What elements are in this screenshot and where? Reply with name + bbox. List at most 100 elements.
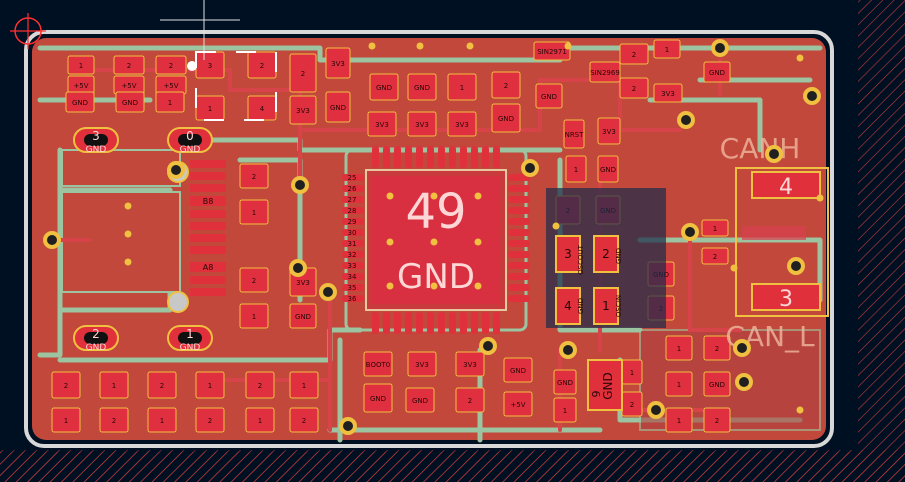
mcu-pin-top[interactable] — [372, 146, 379, 168]
mcu-pin-left[interactable] — [342, 196, 364, 203]
smd-pad[interactable] — [447, 111, 477, 137]
smd-pad[interactable] — [239, 303, 269, 329]
mounting-pad-2[interactable]: 2 GND — [73, 325, 119, 353]
mcu-pin-right[interactable] — [508, 240, 530, 247]
smd-pad[interactable] — [99, 371, 129, 399]
smd-pad[interactable] — [703, 371, 731, 397]
mcu-pin-bottom[interactable] — [383, 312, 390, 334]
mcu-pin-left[interactable] — [342, 185, 364, 192]
mcu-pin-bottom[interactable] — [449, 312, 456, 334]
smd-pad[interactable] — [113, 55, 145, 75]
mcu-pin-left[interactable] — [342, 273, 364, 280]
smd-pad[interactable] — [289, 303, 317, 329]
smd-pad[interactable] — [325, 91, 351, 123]
mcu-pin-left[interactable] — [342, 218, 364, 225]
can-connector[interactable]: 4 3 CANH CAN_L — [720, 132, 829, 353]
smd-pad[interactable] — [703, 335, 731, 361]
mcu-pin-right[interactable] — [508, 251, 530, 258]
smd-pad[interactable] — [703, 407, 731, 433]
mcu-pin-top[interactable] — [383, 146, 390, 168]
smd-pad[interactable] — [405, 387, 435, 413]
smd-pad[interactable] — [565, 155, 587, 183]
smd-pad[interactable] — [239, 163, 269, 189]
regulator-footprint[interactable]: 9 GND — [587, 359, 623, 411]
mcu-pin-bottom[interactable] — [405, 312, 412, 334]
smd-pad[interactable] — [533, 41, 571, 61]
mcu-pin-right[interactable] — [508, 174, 530, 181]
smd-pad[interactable] — [703, 61, 731, 83]
mcu-pin-bottom[interactable] — [416, 312, 423, 334]
mcu-pin-left[interactable] — [342, 207, 364, 214]
smd-pad[interactable] — [155, 91, 185, 113]
mcu-pin-left[interactable] — [342, 240, 364, 247]
smd-pad[interactable] — [653, 83, 683, 103]
smd-pad[interactable] — [701, 247, 729, 265]
usb-pads[interactable]: B8 A8 — [190, 160, 226, 296]
smd-pad[interactable] — [239, 199, 269, 225]
smd-pad[interactable] — [363, 383, 393, 413]
smd-pad[interactable] — [491, 103, 521, 133]
smd-pad[interactable] — [553, 397, 577, 423]
smd-pad[interactable] — [563, 119, 585, 149]
smd-pad[interactable] — [407, 111, 437, 137]
mcu-pin-right[interactable] — [508, 196, 530, 203]
smd-pad[interactable] — [245, 371, 275, 399]
mcu-pin-right[interactable] — [508, 262, 530, 269]
smd-pad[interactable] — [245, 407, 275, 433]
mcu-pin-left[interactable] — [342, 174, 364, 181]
smd-pad[interactable] — [67, 55, 95, 75]
smd-pad[interactable] — [597, 117, 621, 145]
smd-pad[interactable] — [407, 73, 437, 101]
mcu-pin-right[interactable] — [508, 229, 530, 236]
smd-pad[interactable] — [455, 351, 485, 377]
smd-pad[interactable] — [51, 371, 81, 399]
mounting-pad-1[interactable]: 1 GND — [167, 325, 213, 353]
mcu-pin-top[interactable] — [394, 146, 401, 168]
smd-pad[interactable] — [619, 77, 649, 99]
mcu-pin-bottom[interactable] — [394, 312, 401, 334]
smd-pad[interactable] — [289, 371, 319, 399]
mcu-pin-top[interactable] — [482, 146, 489, 168]
smd-pad[interactable] — [325, 47, 351, 79]
mcu-pin-right[interactable] — [508, 185, 530, 192]
mcu-pin-top[interactable] — [471, 146, 478, 168]
smd-pad[interactable] — [289, 95, 317, 125]
smd-pad[interactable] — [597, 155, 619, 183]
smd-pad[interactable] — [147, 407, 177, 433]
mcu-pin-right[interactable] — [508, 284, 530, 291]
smd-pad[interactable] — [147, 371, 177, 399]
smd-pad[interactable] — [99, 407, 129, 433]
smd-pad[interactable] — [65, 91, 95, 113]
smd-pad[interactable] — [289, 407, 319, 433]
mcu-pin-top[interactable] — [405, 146, 412, 168]
smd-pad[interactable] — [407, 351, 437, 377]
smd-pad[interactable] — [665, 407, 693, 433]
mcu-pin-top[interactable] — [460, 146, 467, 168]
smd-pad[interactable] — [503, 391, 533, 417]
smd-pad[interactable] — [239, 267, 269, 293]
smd-pad[interactable] — [115, 91, 145, 113]
smd-pad[interactable] — [289, 53, 317, 93]
mounting-pad-0[interactable]: 0 GND — [167, 127, 213, 155]
mcu-pin-right[interactable] — [508, 218, 530, 225]
mcu-pin-left[interactable] — [342, 229, 364, 236]
smd-pad[interactable] — [367, 111, 397, 137]
mcu-pin-top[interactable] — [416, 146, 423, 168]
mcu-pin-bottom[interactable] — [471, 312, 478, 334]
smd-pad[interactable] — [653, 39, 681, 59]
smd-pad[interactable] — [369, 73, 399, 101]
smd-pad[interactable] — [503, 357, 533, 383]
mcu-pin-top[interactable] — [427, 146, 434, 168]
mcu-pin-top[interactable] — [449, 146, 456, 168]
smd-pad[interactable] — [665, 335, 693, 361]
mcu-pin-left[interactable] — [342, 295, 364, 302]
mcu-pin-top[interactable] — [493, 146, 500, 168]
smd-pad[interactable] — [455, 387, 485, 413]
smd-pad[interactable] — [665, 371, 693, 397]
smd-pad[interactable] — [155, 55, 187, 75]
mcu-pin-right[interactable] — [508, 207, 530, 214]
mcu-pin-bottom[interactable] — [427, 312, 434, 334]
crystal-footprint[interactable]: 3 OSCOUT 2 GND 4 GND 1 OSCIN — [546, 188, 666, 328]
mounting-pad-3[interactable]: 3 GND — [73, 127, 119, 155]
